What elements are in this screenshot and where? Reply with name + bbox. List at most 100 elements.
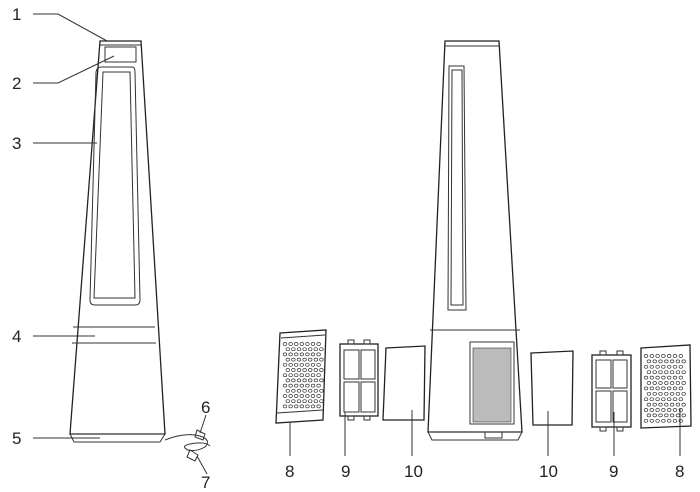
callout-10-right: 10 (539, 462, 558, 481)
perforation-hole (646, 381, 652, 385)
callout-8-right: 8 (675, 462, 685, 481)
perforation-hole (672, 364, 678, 369)
perforation-hole (310, 342, 316, 346)
perforation-hole (672, 375, 678, 380)
perforation-hole (288, 383, 293, 388)
perforation-hole (681, 391, 686, 396)
perforation-hole (649, 386, 654, 391)
perforation-hole (291, 357, 296, 362)
perforation-hole (285, 399, 290, 404)
perforation-hole (285, 368, 290, 372)
perforation-hole (296, 388, 302, 393)
perforation-hole (316, 352, 321, 357)
perforation-hole (649, 418, 654, 423)
perforation-hole (646, 402, 652, 407)
perforation-hole (282, 383, 288, 388)
power-cord (164, 434, 211, 452)
perforation-hole (672, 408, 678, 412)
callout-5: 5 (12, 429, 22, 448)
perforation-hole (285, 388, 290, 393)
perforation-hole (655, 386, 660, 391)
perforation-hole (643, 386, 649, 391)
perforation-hole (667, 354, 672, 358)
callout-9-right: 9 (609, 462, 619, 481)
perforation-hole (675, 359, 681, 364)
perforation-hole (672, 386, 678, 391)
perforation-hole (658, 402, 663, 407)
perforation-hole (308, 357, 313, 362)
perforation-hole (308, 388, 313, 393)
perforation-hole (294, 394, 299, 398)
perforation-hole (672, 418, 678, 423)
perforation-hole (649, 375, 654, 380)
perforation-hole (305, 342, 310, 346)
perforation-hole (649, 408, 654, 412)
perforation-hole (299, 352, 304, 357)
perforation-hole (643, 354, 649, 358)
perforation-hole (672, 397, 678, 402)
perforation-hole (282, 373, 288, 378)
perforation-hole (305, 383, 310, 388)
perforation-hole (661, 418, 666, 423)
perforation-hole (282, 394, 288, 398)
perforation-hole (661, 386, 666, 391)
perforation-hole (313, 347, 318, 352)
filter-cover-right (640, 344, 692, 429)
callout-8-left: 8 (285, 462, 295, 481)
perforation-hole (661, 408, 666, 412)
perforation-hole (302, 399, 307, 404)
perforation-hole (652, 381, 657, 385)
perforation-hole (294, 383, 299, 388)
perforation-hole (669, 359, 675, 364)
perforation-hole (294, 362, 299, 367)
perforation-hole (282, 352, 288, 357)
perforation-hole (678, 354, 683, 358)
perforation-hole (305, 404, 310, 409)
perforation-hole (296, 347, 302, 352)
perforation-hole (310, 394, 316, 398)
perforation-hole (667, 418, 672, 423)
perforation-hole (316, 404, 321, 409)
control-panel (104, 46, 137, 63)
filter-cover-left (275, 329, 327, 424)
perforation-hole (658, 370, 663, 375)
perforation-hole (285, 347, 290, 352)
perforation-hole (643, 418, 649, 423)
rear-filter-mesh (472, 347, 512, 423)
perforation-hole (310, 383, 316, 388)
perforation-hole (291, 368, 296, 372)
perforation-hole (649, 397, 654, 402)
perforation-hole (308, 368, 313, 372)
perforation-hole (291, 347, 296, 352)
perforation-hole (294, 352, 299, 357)
perforation-hole (681, 370, 686, 375)
perforation-hole (667, 364, 672, 369)
perforation-hole (675, 402, 681, 407)
perforation-hole (302, 388, 307, 393)
perforation-hole (672, 354, 678, 358)
perforation-hole (678, 386, 683, 391)
perforation-hole (308, 399, 313, 404)
filter-frame-left (339, 339, 379, 421)
perforation-hole (302, 347, 307, 352)
perforation-hole (655, 397, 660, 402)
perforation-hole (655, 375, 660, 380)
perforation-hole (655, 354, 660, 358)
perforation-hole (308, 378, 313, 383)
perforation-hole (658, 391, 663, 396)
filter-frame-right (591, 350, 632, 432)
perforation-hole (313, 378, 318, 383)
perforation-hole (282, 342, 288, 346)
perforation-hole (652, 402, 657, 407)
perforation-hole (296, 378, 302, 383)
perforation-hole (655, 418, 660, 423)
perforation-hole (661, 375, 666, 380)
perforation-hole (658, 413, 663, 418)
perforation-hole (299, 383, 304, 388)
perforation-hole (661, 397, 666, 402)
perforation-hole (643, 397, 649, 402)
perforation-hole (294, 373, 299, 378)
perforation-hole (661, 354, 666, 358)
perforation-hole (319, 347, 324, 352)
